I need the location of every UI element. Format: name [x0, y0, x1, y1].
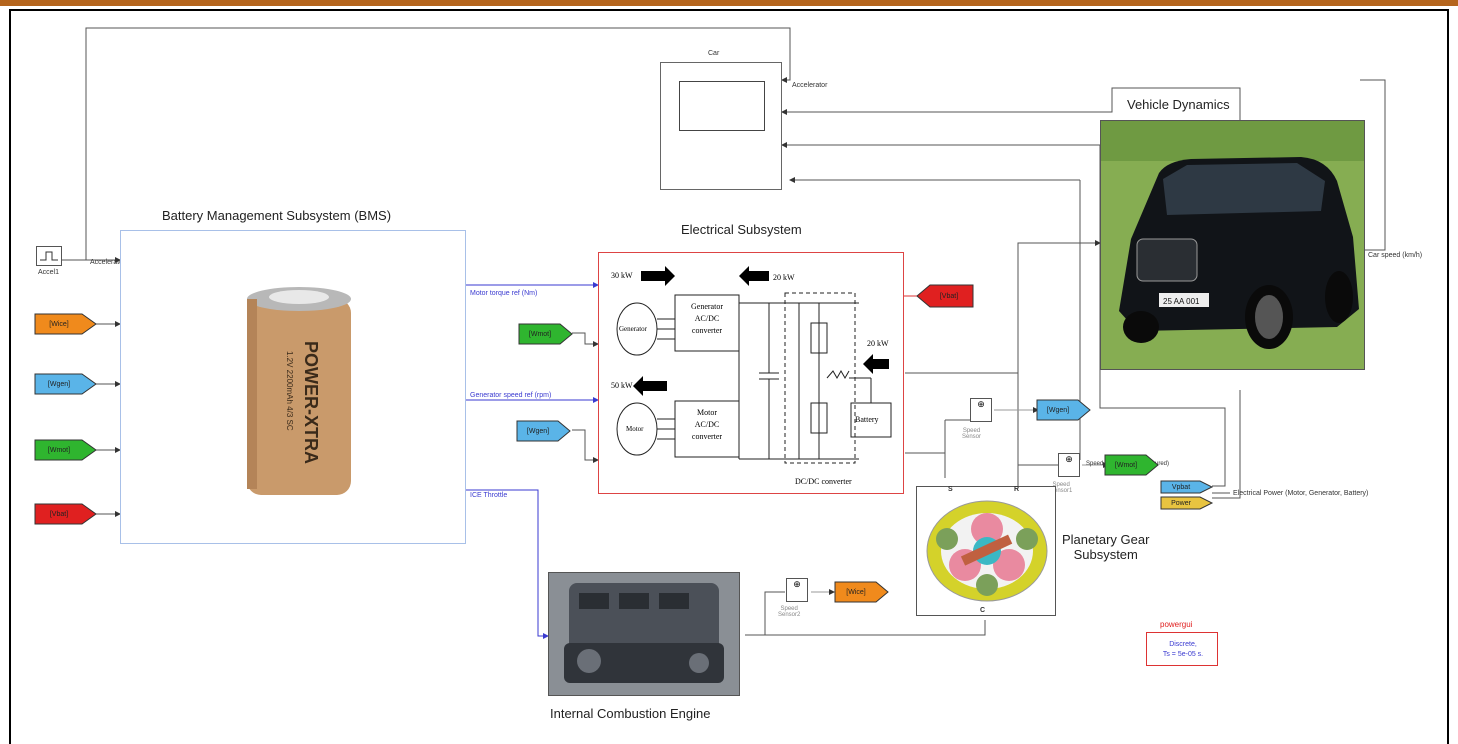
bms-block[interactable]: POWER-XTRA 1.2V 2200mAh 4/3 SC — [120, 230, 466, 544]
sensor-icon: ⊕ — [1065, 454, 1073, 464]
bms-out-generator: Generator speed ref (rpm) — [470, 392, 551, 399]
powergui-line1: Discrete, — [1147, 641, 1219, 648]
tag-wmot[interactable]: [Wmot] — [34, 440, 84, 460]
speed-sensor-ice-label: Speed Sensor2 — [778, 606, 800, 618]
tag-wmot-sensor[interactable]: [Wmot] — [1104, 455, 1148, 475]
tag-wgen-sensor[interactable]: [Wgen] — [1036, 400, 1080, 420]
planetary-gear-block[interactable] — [916, 486, 1056, 616]
motor-label: Motor — [626, 425, 644, 433]
speed-sensor-gen[interactable]: ⊕ — [970, 398, 992, 422]
electrical-power-label: Electrical Power (Motor, Generator, Batt… — [1233, 490, 1368, 497]
svg-text:1.2V 2200mAh 4/3 SC: 1.2V 2200mAh 4/3 SC — [285, 351, 294, 431]
tag-wmot-elec[interactable]: [Wmot] — [518, 324, 562, 344]
car-speed-output: Car speed (km/h) — [1368, 252, 1422, 259]
bms-title: Battery Management Subsystem (BMS) — [162, 208, 391, 223]
gear-port-r: R — [1014, 486, 1019, 493]
planetary-gear-image — [917, 487, 1055, 615]
suv-car-image: 25 AA 001 — [1101, 121, 1365, 370]
vehicle-title: Vehicle Dynamics — [1127, 97, 1230, 112]
sensor-icon: ⊕ — [793, 579, 801, 589]
tag-wice[interactable]: [Wice] — [34, 314, 84, 334]
accel-signal-block[interactable] — [36, 246, 62, 266]
sensor-icon: ⊕ — [977, 399, 985, 409]
power-30kw: 30 kW — [611, 271, 633, 280]
battery-cell-image: POWER-XTRA 1.2V 2200mAh 4/3 SC — [239, 281, 359, 501]
power-50kw: 50 kW — [611, 381, 633, 390]
dcdc-label: DC/DC converter — [795, 477, 852, 486]
electrical-title: Electrical Subsystem — [681, 222, 802, 237]
plate-text: 25 AA 001 — [1163, 297, 1200, 306]
planetary-title: Planetary Gear Subsystem — [1062, 532, 1149, 562]
tag-vpbat[interactable]: Vpbat — [1160, 480, 1202, 494]
scope-title: Car — [708, 50, 719, 57]
speed-sensor-ice[interactable]: ⊕ — [786, 578, 808, 602]
powergui-title: powergui — [1160, 620, 1192, 629]
tag-vbat[interactable]: [Vbat] — [34, 504, 84, 524]
scope-screen — [679, 81, 765, 131]
circuit-diagram — [599, 253, 903, 493]
ice-title: Internal Combustion Engine — [550, 706, 710, 721]
engine-image — [549, 573, 739, 695]
battery-label: Battery — [855, 415, 879, 424]
car-scope[interactable] — [660, 62, 782, 190]
svg-text:POWER-XTRA: POWER-XTRA — [301, 341, 321, 464]
powergui-block[interactable]: Discrete, Ts = 5e-05 s. — [1146, 632, 1218, 666]
tag-wgen-elec[interactable]: [Wgen] — [516, 421, 560, 441]
gen-converter-label: Generator AC/DC converter — [679, 301, 735, 337]
powergui-line2: Ts = 5e-05 s. — [1147, 651, 1219, 658]
mot-converter-label: Motor AC/DC converter — [679, 407, 735, 443]
tag-wice-sensor[interactable]: [Wice] — [834, 582, 878, 602]
generator-label: Generator — [619, 325, 647, 333]
vehicle-dynamics-block[interactable]: 25 AA 001 — [1100, 120, 1365, 370]
bms-out-throttle: ICE Throttle — [470, 492, 507, 499]
step-signal-icon — [37, 247, 61, 265]
power-20kw-top: 20 kW — [773, 273, 795, 282]
ice-block[interactable] — [548, 572, 740, 696]
speed-sensor-mot[interactable]: ⊕ — [1058, 453, 1080, 477]
tag-power[interactable]: Power — [1160, 496, 1202, 510]
bms-out-motor: Motor torque ref (Nm) — [470, 290, 537, 297]
power-20kw-right: 20 kW — [867, 339, 889, 348]
accel-label: Accel1 — [38, 269, 59, 276]
gear-port-c: C — [980, 607, 985, 614]
tag-vbat-out[interactable]: [Vbat] — [926, 286, 972, 306]
gear-port-s: S — [948, 486, 953, 493]
tag-wgen[interactable]: [Wgen] — [34, 374, 84, 394]
speed-sensor-gen-label: Speed Sensor — [962, 428, 981, 440]
scope-accelerator-port: Accelerator — [792, 82, 827, 89]
electrical-block[interactable]: 30 kW 50 kW 20 kW 20 kW Generator Motor … — [598, 252, 904, 494]
